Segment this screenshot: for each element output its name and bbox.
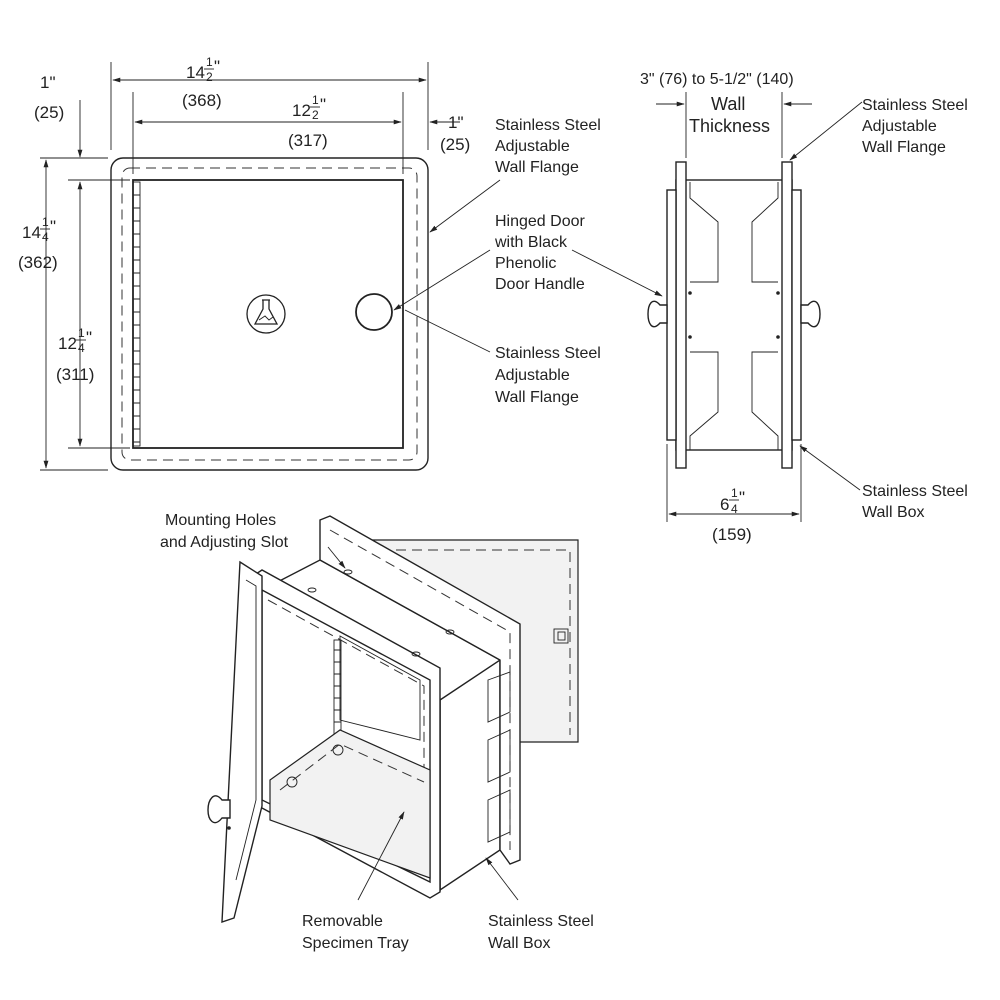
front-view: 14 1 2 " (368) 12 1 2 " (317) 1" (25) 1"… [18,55,601,471]
svg-text:Wall Box: Wall Box [862,504,925,521]
svg-text:4: 4 [42,230,49,244]
svg-text:1": 1" [448,113,464,132]
dim-door-width: 12 1 2 " (317) [288,93,328,150]
svg-text:12: 12 [292,101,311,120]
svg-text:(25): (25) [440,135,470,154]
side-view: 3" (76) to 5-1/2" (140) Wall Thickness S… [571,71,968,544]
hinge-knuckles [133,194,140,443]
svg-text:14: 14 [22,223,41,242]
svg-text:1: 1 [42,215,49,229]
iso-front-flange [319,515,521,865]
dim-overall-width: 14 1 2 " (368) [182,55,222,110]
svg-text:6: 6 [720,495,729,514]
svg-text:with Black: with Black [494,234,568,251]
dim-depth: 6 1 4 " (159) [712,486,752,544]
svg-text:Adjustable: Adjustable [862,118,937,135]
svg-text:1: 1 [312,93,319,107]
iso-door-handle [207,795,231,824]
svg-text:2: 2 [206,70,213,84]
svg-text:Door Handle: Door Handle [495,276,585,293]
svg-text:": " [320,95,326,114]
side-callout-box: Stainless Steel Wall Box [862,483,968,521]
dim-overall-height: 14 1 4 " (362) [18,215,58,272]
svg-text:and Adjusting Slot: and Adjusting Slot [160,534,289,551]
svg-text:Stainless Steel: Stainless Steel [495,117,601,134]
svg-text:": " [214,57,220,76]
callout-flange-top: Stainless Steel Adjustable Wall Flange [495,117,601,176]
callout-hinged-door: Hinged Door with Black Phenolic Door Han… [494,213,586,293]
iso-view: Mounting Holes and Adjusting Slot Remova… [160,512,594,952]
svg-text:1": 1" [40,73,56,92]
side-wall-box [675,179,793,451]
svg-text:1: 1 [206,55,213,69]
side-flange-right [781,161,793,469]
svg-text:Removable: Removable [302,913,383,930]
svg-text:(25): (25) [34,103,64,122]
svg-text:Wall Box: Wall Box [488,935,551,952]
dim-right-flange: 1" (25) [440,113,470,154]
side-callout-flange: Stainless Steel Adjustable Wall Flange [862,97,968,156]
svg-text:Hinged Door: Hinged Door [495,213,586,230]
wall-label: Wall [711,94,745,114]
svg-text:4: 4 [731,502,738,516]
svg-text:Stainless Steel: Stainless Steel [862,97,968,114]
svg-text:14: 14 [186,63,205,82]
side-handle-left [647,300,668,328]
svg-text:Phenolic: Phenolic [495,255,556,272]
svg-text:": " [50,217,56,236]
iso-open-door [221,560,263,923]
front-hinge [132,181,141,447]
svg-text:Wall Flange: Wall Flange [862,139,946,156]
callout-mounting-holes: Mounting Holes and Adjusting Slot [160,512,289,551]
svg-text:Adjustable: Adjustable [495,367,570,384]
iso-box-side [439,658,501,892]
svg-text:Stainless Steel: Stainless Steel [495,345,601,362]
dim-left-flange: 1" (25) [34,73,64,122]
side-flange-left [675,161,687,469]
front-flange-inner-dash [121,167,418,461]
svg-text:Stainless Steel: Stainless Steel [862,483,968,500]
svg-text:2: 2 [312,108,319,122]
svg-text:Stainless Steel: Stainless Steel [488,913,594,930]
svg-text:Mounting Holes: Mounting Holes [165,512,276,529]
svg-text:Wall Flange: Wall Flange [495,159,579,176]
svg-text:12: 12 [58,334,77,353]
callout-flange-bottom: Stainless Steel Adjustable Wall Flange [495,345,601,406]
callout-specimen-tray: Removable Specimen Tray [302,913,409,952]
dim-door-height: 12 1 4 " (311) [56,326,94,384]
svg-text:": " [86,328,92,347]
svg-text:Specimen Tray: Specimen Tray [302,935,409,952]
svg-text:(368): (368) [182,91,222,110]
door-handle [355,293,393,331]
iso-callout-wall-box: Stainless Steel Wall Box [488,913,594,952]
svg-text:Wall Flange: Wall Flange [495,389,579,406]
wall-range-label: 3" (76) to 5-1/2" (140) [640,71,794,88]
svg-text:": " [739,488,745,507]
svg-text:4: 4 [78,341,85,355]
svg-text:(317): (317) [288,131,328,150]
side-handle-right [800,300,821,328]
svg-text:(311): (311) [56,365,94,384]
svg-text:1: 1 [78,326,85,340]
svg-text:1: 1 [731,486,738,500]
thickness-label: Thickness [689,116,770,136]
svg-text:Adjustable: Adjustable [495,138,570,155]
lab-flask-icon [246,294,286,334]
svg-text:(159): (159) [712,525,752,544]
svg-text:(362): (362) [18,253,58,272]
